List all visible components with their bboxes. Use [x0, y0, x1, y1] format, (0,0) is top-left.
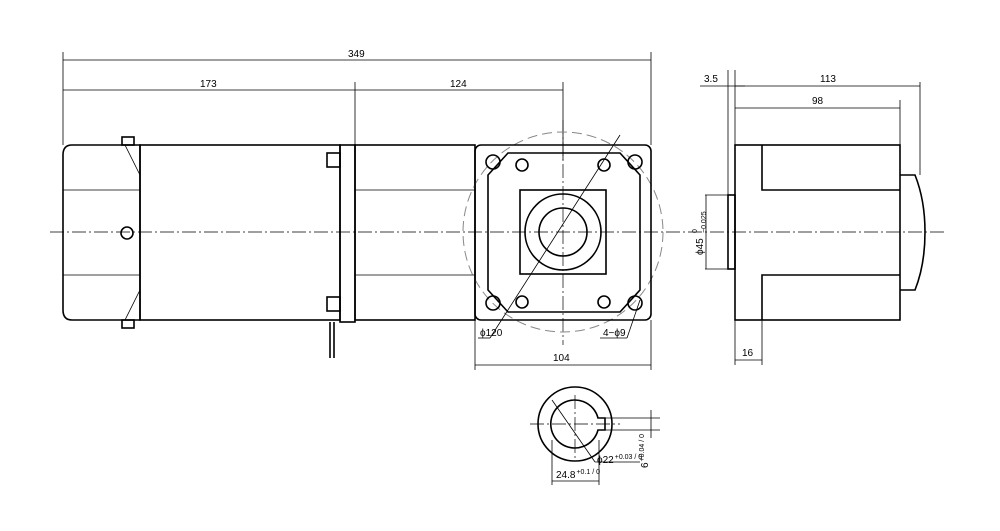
svg-text:16: 16: [742, 348, 754, 359]
svg-text:349: 349: [348, 49, 365, 60]
key-height-label: 24.8+0.1 / 0: [556, 469, 600, 481]
svg-text:113: 113: [820, 74, 836, 85]
dimension-98: 98: [735, 96, 900, 109]
mount-holes-label: 4−ϕ9: [603, 328, 626, 339]
gearbox-front-face: [462, 131, 664, 339]
dimension-124: 124: [355, 79, 564, 160]
dimension-pilot-diameter: ϕ45 0 −0.025: [692, 194, 728, 270]
svg-text:6+0.04 / 0: 6+0.04 / 0: [639, 434, 651, 468]
svg-text:0: 0: [692, 229, 699, 233]
svg-text:−0.025: −0.025: [701, 211, 708, 233]
dimension-349: 349: [62, 49, 652, 145]
shaft-diameter-label: ϕ22+0.03 / 0: [597, 454, 642, 466]
svg-text:124: 124: [450, 79, 467, 90]
circle-diameter-label: ϕ120: [480, 328, 503, 339]
dimension-104: 104: [474, 320, 652, 370]
dimension-173: 173: [63, 79, 356, 145]
svg-text:3.5: 3.5: [704, 74, 718, 85]
dimension-113: 113: [735, 74, 920, 87]
side-view: [727, 70, 926, 321]
motor-end-cap: [62, 136, 141, 329]
shaft-section: [530, 386, 660, 485]
gearbox-body: [354, 144, 476, 321]
dimension-3-5: 3.5: [700, 74, 745, 87]
svg-text:104: 104: [553, 353, 570, 364]
key-width-label: 6+0.04 / 0: [639, 434, 651, 468]
svg-text:173: 173: [200, 79, 217, 90]
svg-text:98: 98: [812, 96, 824, 107]
motor-body: [139, 144, 356, 358]
dimension-16: 16: [734, 320, 763, 365]
svg-text:ϕ45: ϕ45: [695, 238, 706, 255]
